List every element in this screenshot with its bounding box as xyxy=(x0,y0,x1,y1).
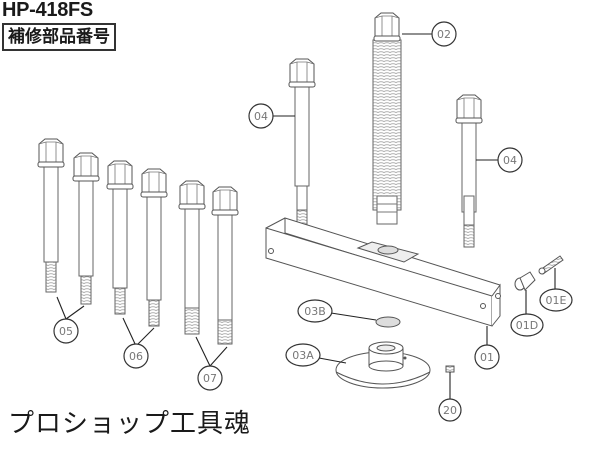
callout-03A: 03A xyxy=(285,343,321,367)
part-07-bolts xyxy=(178,180,239,345)
svg-text:02: 02 xyxy=(437,28,451,41)
callout-04-right: 04 xyxy=(497,147,523,173)
callout-01D: 01D xyxy=(510,313,544,337)
svg-text:03A: 03A xyxy=(292,349,314,362)
repair-parts-number-title: 補修部品番号 xyxy=(2,23,116,51)
part-06-bolts xyxy=(106,160,168,327)
svg-text:04: 04 xyxy=(503,154,517,167)
svg-text:06: 06 xyxy=(129,350,143,363)
callout-01E: 01E xyxy=(539,288,573,312)
shop-name: プロショップ工具魂 xyxy=(8,409,252,439)
part-03B-cap xyxy=(375,316,401,328)
part-01D-collar xyxy=(514,271,536,291)
callout-01: 01 xyxy=(474,344,500,370)
callout-04-left: 04 xyxy=(248,103,274,129)
svg-text:04: 04 xyxy=(254,110,268,123)
svg-text:01: 01 xyxy=(480,351,494,364)
svg-text:03B: 03B xyxy=(304,305,326,318)
leader-lines xyxy=(56,33,556,400)
part-03A-base xyxy=(335,341,431,389)
svg-text:01E: 01E xyxy=(546,294,567,307)
svg-text:20: 20 xyxy=(443,404,457,417)
part-04-bolt-left xyxy=(288,58,316,233)
svg-text:05: 05 xyxy=(59,325,73,338)
part-20-setscrew xyxy=(445,365,455,373)
part-02-forcing-screw xyxy=(372,12,402,225)
part-04-bolt-right xyxy=(455,94,483,248)
part-01-frame xyxy=(265,217,501,327)
callout-07: 07 xyxy=(197,365,223,391)
part-01E-pin xyxy=(538,255,564,275)
callout-20: 20 xyxy=(438,398,462,422)
callout-02: 02 xyxy=(431,21,457,47)
part-05-bolts xyxy=(37,138,100,305)
callout-03B: 03B xyxy=(297,299,333,323)
callout-06: 06 xyxy=(123,343,149,369)
svg-text:07: 07 xyxy=(203,372,217,385)
model-number: HP-418FS xyxy=(2,0,93,21)
svg-text:01D: 01D xyxy=(516,319,538,332)
callout-05: 05 xyxy=(53,318,79,344)
